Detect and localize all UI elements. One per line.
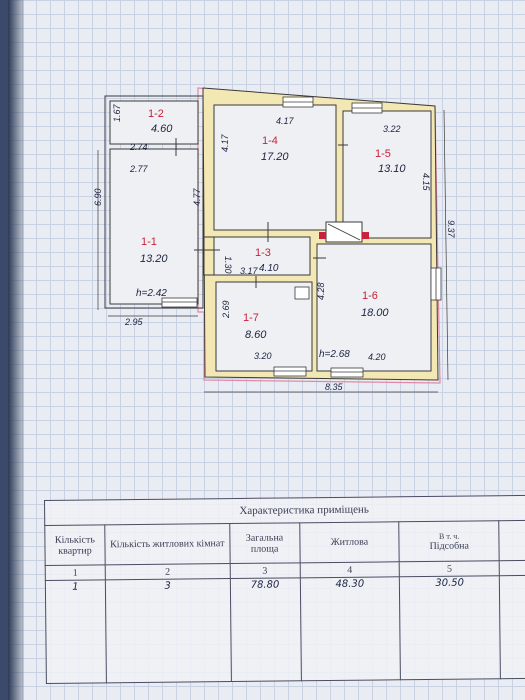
room-area-1-3: 4.10 xyxy=(259,263,279,274)
dim-1-30: 1.30 xyxy=(223,256,233,274)
room-id-1-5: 1-5 xyxy=(375,148,391,160)
value-living-area: 48.30 xyxy=(299,576,401,681)
room-area-1-6: 18.00 xyxy=(361,307,389,319)
dim-4-77: 4.77 xyxy=(192,187,202,206)
room-id-1-6: 1-6 xyxy=(362,290,378,302)
room-id-1-3: 1-3 xyxy=(255,247,271,259)
col-6-header xyxy=(498,520,525,561)
room-id-1-2: 1-2 xyxy=(148,108,164,120)
col-living-rooms-header: Кількість житлових кімнат xyxy=(104,523,230,565)
col-total-area-header: Загальна площа xyxy=(229,522,300,564)
door-marks xyxy=(175,138,348,288)
dim-4-17: 4.17 xyxy=(276,116,295,126)
room-area-1-7: 8.60 xyxy=(245,329,267,341)
col-number-4: 4 xyxy=(299,561,400,578)
dim-3-17: 3.17 xyxy=(240,266,259,276)
dim-4-15: 4.15 xyxy=(421,173,431,192)
value-living-rooms: 3 xyxy=(105,578,232,683)
dim-8-35: 8.35 xyxy=(325,382,344,392)
col-number-2: 2 xyxy=(105,563,230,580)
stove-icon xyxy=(319,221,369,243)
boiler-icon xyxy=(294,286,310,300)
dim-4-28: 4.28 xyxy=(316,282,326,300)
characteristics-table-wrapper: Характеристика приміщень Кількість кварт… xyxy=(44,495,525,700)
room-id-1-7: 1-7 xyxy=(243,312,259,324)
dim-3-20: 3.20 xyxy=(254,351,272,361)
windows xyxy=(161,96,442,378)
dimension-lines xyxy=(97,109,449,393)
dimension-labels: 2.74 2.77 1.67 6.90 4.77 2.95 4.17 4.17 … xyxy=(93,103,456,392)
col-auxiliary-area-header: В т. ч. Підсобна xyxy=(399,520,500,562)
col-number-5: 5 xyxy=(399,560,500,577)
page-edge-shadow xyxy=(8,0,24,700)
room-characteristics-table: Характеристика приміщень Кількість кварт… xyxy=(44,495,525,684)
dim-2-77: 2.77 xyxy=(129,164,149,174)
room-area-1-5: 13.10 xyxy=(378,163,406,175)
col-number-6: 6 xyxy=(499,560,525,576)
dim-9-37: 9.37 xyxy=(446,220,456,239)
value-auxiliary-area: 30.50 xyxy=(399,575,501,680)
col-number-1: 1 xyxy=(45,564,106,581)
value-apartments: 1 xyxy=(45,579,107,684)
room-id-1-4: 1-4 xyxy=(262,135,278,147)
height-left-wing: h=2.42 xyxy=(136,288,167,299)
dim-4-20: 4.20 xyxy=(368,352,386,362)
room-area-1-4: 17.20 xyxy=(261,151,289,163)
dim-2-69: 2.69 xyxy=(221,300,231,319)
room-labels: 1-2 4.60 1-1 13.20 1-4 17.20 1-5 13.10 1… xyxy=(140,108,406,341)
value-total-area: 78.80 xyxy=(229,577,301,682)
dim-1-67: 1.67 xyxy=(112,103,122,122)
col-auxiliary-label: Підсобна xyxy=(429,540,469,552)
room-area-1-2: 4.60 xyxy=(151,123,173,135)
dim-2-95: 2.95 xyxy=(124,317,144,327)
floor-plan: 1-2 4.60 1-1 13.20 1-4 17.20 1-5 13.10 1… xyxy=(93,87,456,393)
dim-4-17-vertical: 4.17 xyxy=(220,133,230,152)
room-id-1-1: 1-1 xyxy=(141,236,157,248)
col-living-area-header: Житлова xyxy=(299,521,400,563)
paper-sheet: 1-2 4.60 1-1 13.20 1-4 17.20 1-5 13.10 1… xyxy=(8,0,525,700)
height-main-block: h=2.68 xyxy=(319,349,350,360)
value-col-6 xyxy=(499,575,525,679)
dim-6-90: 6.90 xyxy=(93,188,103,206)
col-number-3: 3 xyxy=(229,562,300,579)
room-area-1-1: 13.20 xyxy=(140,253,168,265)
dim-2-74: 2.74 xyxy=(129,142,148,152)
col-apartments-header: Кількість квартир xyxy=(44,524,106,566)
dim-3-22: 3.22 xyxy=(383,124,401,134)
